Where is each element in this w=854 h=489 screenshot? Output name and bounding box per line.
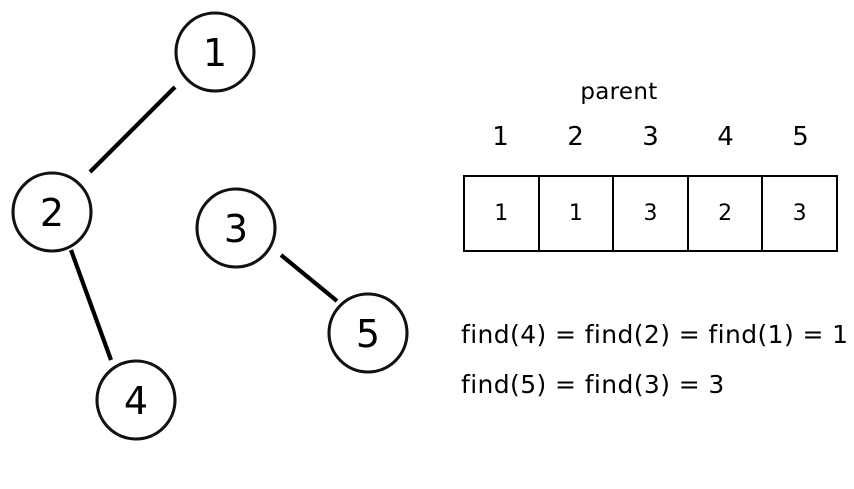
index-header-5: 5 xyxy=(792,122,809,152)
node-2-circle xyxy=(11,171,93,253)
node-2-label: 2 xyxy=(40,191,64,235)
edge-group xyxy=(69,85,339,361)
parent-array-caption: parent xyxy=(580,79,658,105)
edge-1-2 xyxy=(88,85,177,174)
edge-3-5 xyxy=(279,253,339,303)
graph-diagram: 1 2 3 4 5 xyxy=(11,11,409,441)
node-2[interactable]: 2 xyxy=(11,171,93,253)
parent-cell-5: 3 xyxy=(763,177,836,250)
index-header-4: 4 xyxy=(717,122,734,152)
node-4[interactable]: 4 xyxy=(95,359,177,441)
find-equation-line-1: find(4) = find(2) = find(1) = 1 xyxy=(461,320,849,349)
node-4-circle xyxy=(95,359,177,441)
parent-cell-2: 1 xyxy=(539,177,615,250)
find-equation-line-2: find(5) = find(3) = 3 xyxy=(461,370,725,399)
node-1-circle xyxy=(174,11,256,93)
node-3-label: 3 xyxy=(224,207,248,251)
parent-cell-3: 3 xyxy=(614,177,689,250)
node-5-label: 5 xyxy=(356,312,380,356)
node-1[interactable]: 1 xyxy=(174,11,256,93)
parent-array-index-row: 1 2 3 4 5 xyxy=(463,122,838,152)
node-3[interactable]: 3 xyxy=(195,187,277,269)
parent-cell-4: 2 xyxy=(688,177,764,250)
parent-array-panel: parent 1 2 3 4 5 1 1 3 2 3 find(4) = fin… xyxy=(440,0,854,489)
node-1-label: 1 xyxy=(203,31,227,75)
node-3-circle xyxy=(195,187,277,269)
index-header-2: 2 xyxy=(567,122,584,152)
node-group: 1 2 3 4 5 xyxy=(11,11,409,441)
find-equations: find(4) = find(2) = find(1) = 1 find(5) … xyxy=(461,310,854,410)
node-5-circle xyxy=(327,292,409,374)
node-5[interactable]: 5 xyxy=(327,292,409,374)
parent-array-table: 1 1 3 2 3 xyxy=(463,175,838,252)
parent-cell-1: 1 xyxy=(465,177,540,250)
node-4-label: 4 xyxy=(124,379,148,423)
edge-2-4 xyxy=(69,249,113,361)
index-header-3: 3 xyxy=(642,122,659,152)
index-header-1: 1 xyxy=(492,122,509,152)
